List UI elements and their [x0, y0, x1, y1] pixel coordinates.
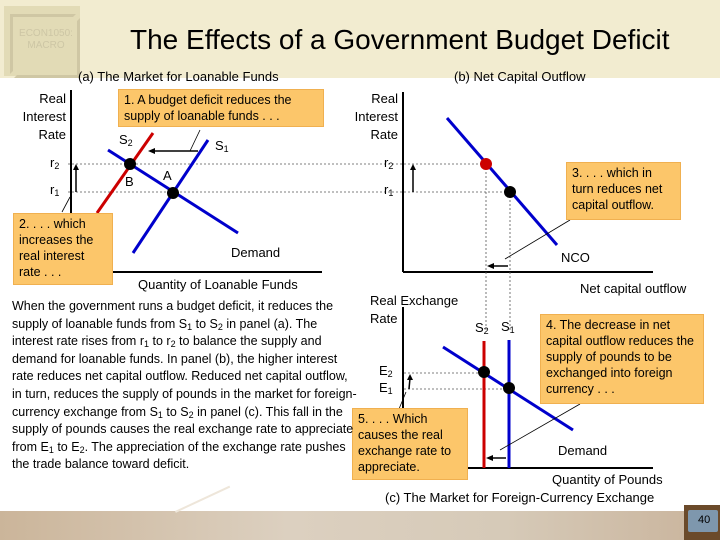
logo-frame-inner — [14, 18, 80, 78]
panel-c-x-label: Quantity of Pounds — [552, 472, 663, 487]
nco-label: NCO — [561, 250, 590, 265]
slide-title: The Effects of a Government Budget Defic… — [130, 24, 670, 55]
panel-a-s1-label: S1 — [215, 138, 229, 154]
panel-c-title: (c) The Market for Foreign-Currency Exch… — [385, 490, 655, 505]
slide-header — [0, 0, 720, 78]
panel-a-s2-label: S2 — [119, 132, 133, 148]
callout-5: 5. . . . Which causes the real exchange … — [352, 408, 468, 480]
logo-frame — [10, 14, 76, 74]
explanation-paragraph: When the government runs a budget defici… — [12, 299, 357, 472]
panel-a-demand-label: Demand — [231, 245, 281, 260]
panel-c-e1-label: E1 — [379, 380, 393, 396]
course-logo: ECON1050:MACRO — [4, 6, 80, 78]
panel-c-demand-label: Demand — [558, 443, 608, 458]
callout-1: 1. A budget deficit reduces the supply o… — [118, 89, 324, 127]
callout-4: 4. The decrease in net capital outflow r… — [540, 314, 704, 404]
nco-curve — [445, 117, 559, 246]
panel-c-e2-label: E2 — [379, 363, 393, 379]
panel-b-title: (b) Net Capital Outflow — [454, 69, 586, 84]
point-b-label: B — [125, 174, 134, 189]
panel-c-s1-label: S1 — [501, 319, 515, 335]
logo-line-2: MACRO — [27, 40, 65, 51]
panel-c-s2-label: S2 — [475, 320, 489, 336]
logo-text: ECON1050:MACRO — [8, 28, 84, 52]
panel-a-r2-label: r2 — [50, 155, 60, 171]
slide-footer — [0, 511, 720, 540]
panel-a-x-label: Quantity of Loanable Funds — [138, 277, 298, 292]
panel-b-r1-label: r1 — [384, 182, 394, 198]
point-a-label: A — [163, 168, 172, 183]
panel-a-r1-label: r1 — [50, 182, 60, 198]
panel-a-title: (a) The Market for Loanable Funds — [78, 69, 279, 84]
panel-b-r2-label: r2 — [384, 155, 394, 171]
page-number: 40 — [698, 514, 711, 526]
page-screen-icon — [688, 510, 718, 532]
logo-line-1: ECON1050: — [19, 28, 73, 39]
s2-curve-a — [95, 132, 155, 214]
panel-b-x-label: Net capital outflow — [580, 281, 687, 296]
callout-2: 2. . . . which increases the real intere… — [13, 213, 113, 285]
callout-3: 3. . . . which in turn reduces net capit… — [566, 162, 681, 220]
